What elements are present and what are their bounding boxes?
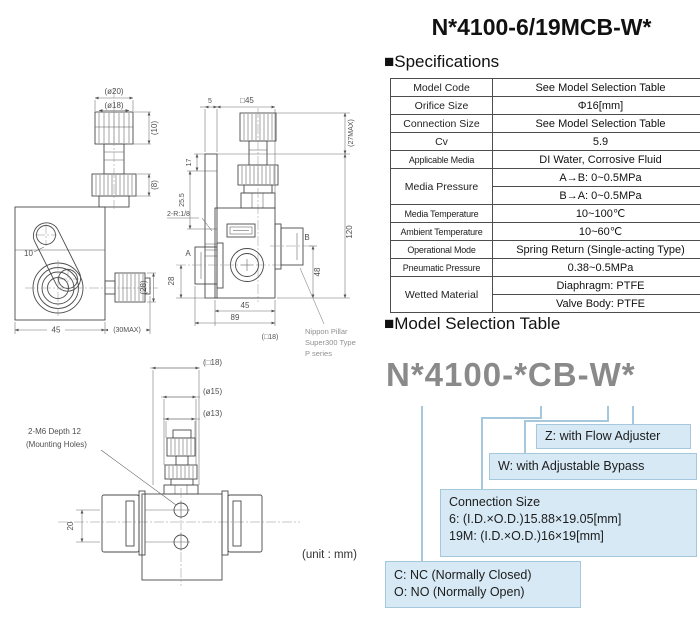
dim-28-paren: (28) — [139, 280, 148, 295]
spec-row-value: B→A: 0~0.5MPa — [492, 186, 700, 205]
port-a — [194, 246, 218, 285]
valve-body-bottom — [141, 493, 223, 581]
page-title: N*4100-6/19MCB-W* — [431, 14, 652, 40]
right-port — [227, 494, 263, 553]
spec-row-label: Media Pressure — [390, 168, 493, 205]
callout-flow-adjuster: Z: with Flow Adjuster — [536, 424, 691, 449]
spec-row-value: Valve Body: PTFE — [492, 294, 700, 313]
dim-28: 28 — [167, 276, 176, 285]
spec-row-label: Pneumatic Pressure — [390, 258, 493, 277]
side-view-drawing: A B 5 □45 (27MAX) 120 17 25.5 2-R:1/8 — [167, 96, 356, 358]
mount-note-line2: (Mounting Holes) — [26, 440, 87, 449]
dim-10-paren: (10) — [150, 121, 159, 136]
callout-no-text: O: NO (Normally Open) — [394, 585, 525, 599]
spec-row-value: 10~100℃ — [492, 204, 700, 223]
spec-row-label: Operational Mode — [390, 240, 493, 259]
callout-conn-line2: 19M: (I.D.×O.D.)16×19[mm] — [449, 529, 604, 543]
spec-row-label: Cv — [390, 132, 493, 151]
connector-w-v2 — [524, 420, 526, 453]
callout-w-text: W: with Adjustable Bypass — [498, 459, 645, 473]
spec-row-label: Ambient Temperature — [390, 222, 493, 241]
dim-30max: (30MAX) — [113, 327, 141, 334]
maker-note-line1: Nippon Pillar — [305, 327, 348, 336]
spec-row-value: 0.38~0.5MPa — [492, 258, 700, 277]
spec-row-value: 10~60℃ — [492, 222, 700, 241]
connector-conn-h — [481, 417, 542, 419]
dim-48: 48 — [313, 267, 322, 276]
maker-note-line2: Super300 Type — [305, 338, 356, 347]
dim-89: 89 — [231, 313, 240, 322]
dim-sq18-side: (□18) — [262, 334, 279, 341]
dim-sq45: □45 — [240, 96, 254, 105]
spec-row-label: Wetted Material — [390, 276, 493, 313]
spec-row-value: DI Water, Corrosive Fluid — [492, 150, 700, 169]
spec-row-value: A→B: 0~0.5MPa — [492, 168, 700, 187]
spec-row-value: 5.9 — [492, 132, 700, 151]
connector-conn-v1 — [540, 406, 542, 418]
dim-sq18-bottom: (□18) — [203, 358, 222, 367]
spec-row-value: Diaphragm: PTFE — [492, 276, 700, 295]
unit-note: (unit : mm) — [302, 549, 357, 561]
callout-nc-text: C: NC (Normally Closed) — [394, 568, 532, 582]
model-selection-heading: ■Model Selection Table — [384, 314, 561, 333]
nameplate — [226, 223, 256, 238]
connector-w-v1 — [607, 406, 609, 421]
connector-conn-v2 — [481, 417, 483, 489]
port-b-label: B — [304, 233, 309, 242]
dim-5: 5 — [208, 98, 212, 105]
maker-note-line3: P series — [305, 349, 332, 358]
dim-25-5: 25.5 — [179, 193, 186, 207]
spec-row-label: Model Code — [390, 78, 493, 97]
mount-note-line1: 2-M6 Depth 12 — [28, 427, 81, 436]
dim-120: 120 — [345, 225, 354, 239]
technical-drawings: 10 (ø20) (ø18) (10) (8) — [14, 87, 356, 586]
dim-dia13: (ø13) — [203, 409, 222, 418]
side-knob-stem — [104, 280, 116, 295]
callout-adjustable-bypass: W: with Adjustable Bypass — [489, 453, 697, 480]
connector-nc-no — [421, 406, 423, 561]
dim-slot-10: 10 — [24, 249, 33, 258]
port-b — [280, 227, 304, 266]
dim-20: 20 — [66, 521, 75, 530]
dim-8-paren: (8) — [150, 180, 159, 190]
spec-row-label: Connection Size — [390, 114, 493, 133]
dim-27max: (27MAX) — [348, 119, 355, 147]
model-code: N*4100-*CB-W* — [386, 356, 636, 393]
callout-conn-title: Connection Size — [449, 495, 541, 509]
callout-conn-line1: 6: (I.D.×O.D.)15.88×19.05[mm] — [449, 512, 622, 526]
lever-slot — [32, 222, 82, 292]
left-port — [101, 494, 140, 553]
callout-connection-size: Connection Size 6: (I.D.×O.D.)15.88×19.0… — [440, 489, 697, 557]
connector-z — [632, 406, 634, 424]
valve-body-side — [214, 207, 276, 299]
specifications-heading: ■Specifications — [384, 52, 500, 71]
callout-nc-no: C: NC (Normally Closed) O: NO (Normally … — [385, 561, 581, 608]
spec-row-label: Media Temperature — [390, 204, 493, 223]
dim-45-front: 45 — [52, 326, 61, 335]
dim-17: 17 — [186, 159, 193, 167]
connector-w-h — [524, 420, 609, 422]
spec-row-label: Applicable Media — [390, 150, 493, 169]
valve-body-front — [14, 206, 106, 321]
spec-row-value: See Model Selection Table — [492, 78, 700, 97]
dim-45-side: 45 — [241, 301, 250, 310]
pilot-ports-label: 2-R:1/8 — [167, 211, 190, 218]
spec-row-value: Φ16[mm] — [492, 96, 700, 115]
dim-dia15: (ø15) — [203, 387, 222, 396]
spec-row-value: Spring Return (Single-acting Type) — [492, 240, 700, 259]
callout-z-text: Z: with Flow Adjuster — [545, 429, 661, 443]
dim-dia18: (ø18) — [104, 101, 123, 110]
specifications-table: Model Code See Model Selection Table Ori… — [390, 78, 700, 313]
dim-dia20: (ø20) — [104, 87, 123, 96]
spec-row-label: Orifice Size — [390, 96, 493, 115]
spec-row-value: See Model Selection Table — [492, 114, 700, 133]
bottom-view-drawing: (□18) (ø15) (ø13) — [26, 358, 300, 586]
port-a-label: A — [185, 249, 191, 258]
front-view-drawing: 10 (ø20) (ø18) (10) (8) — [14, 87, 159, 335]
